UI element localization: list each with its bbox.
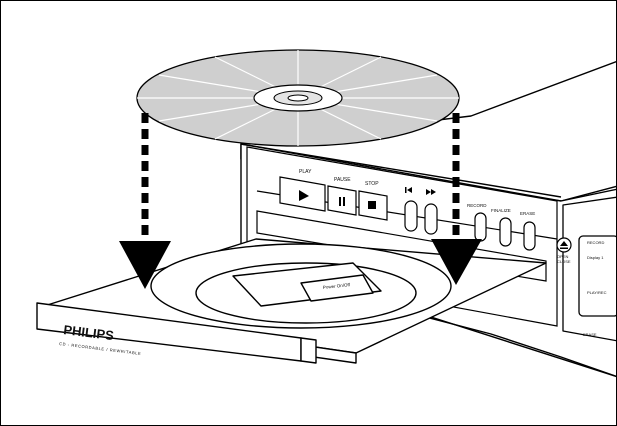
stop-icon [368,201,376,209]
stop-button[interactable] [358,190,388,221]
finalize-button[interactable] [499,217,512,247]
next-track-icon [426,189,436,195]
play-icon [299,190,309,201]
pause-label: PAUSE [334,177,351,183]
record-button[interactable] [474,212,487,242]
previous-track-button[interactable] [404,200,418,232]
display-line-2: Display 1 [587,255,604,260]
brand-logo: PHILIPS [63,322,115,343]
stop-label: STOP [365,181,379,187]
eject-icon [560,241,568,249]
left-insert-arrow [119,113,171,289]
erase-label: ERASE [520,211,535,216]
previous-track-icon [405,187,412,193]
next-track-button[interactable] [424,203,438,235]
side-label: ERASE [583,332,597,337]
open-label: OPEN [557,254,568,259]
play-button[interactable] [279,176,326,212]
tray-inner-label: Power On/Off [323,282,351,290]
tray-subtitle: CD - RECORDABLE / REWRITABLE [59,341,142,356]
pause-icon [339,197,345,206]
close-label: CLOSE [557,259,571,264]
control-block [562,196,616,342]
compact-disc [136,49,460,147]
record-label: RECORD [467,203,487,208]
erase-button[interactable] [523,221,536,251]
transport-buttons [279,176,572,253]
finalize-label: FINALIZE [491,208,511,213]
right-insert-arrow [431,113,482,285]
play-label: PLAY [299,169,312,175]
pause-button[interactable] [327,185,357,216]
disc-tray[interactable] [36,238,547,364]
open-close-button[interactable] [556,237,572,253]
display-line-3: PLAY/REC [587,290,607,295]
display-line-1: RECORD [587,240,604,245]
button-labels: PLAY PAUSE STOP RECORD FINALIZE ERASE OP… [299,169,607,337]
